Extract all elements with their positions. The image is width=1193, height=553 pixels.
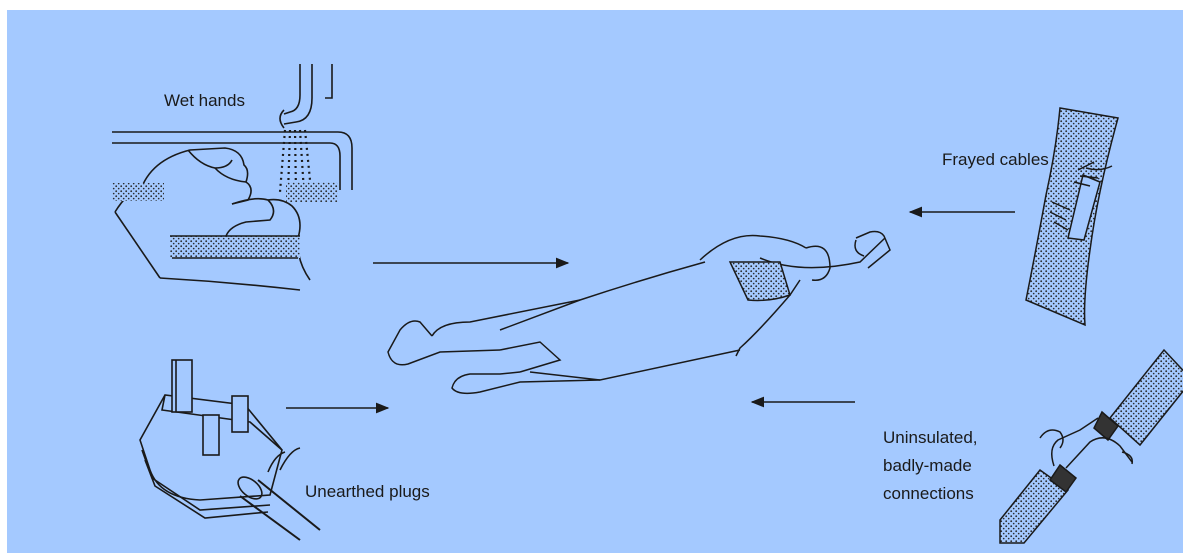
diagram-panel: Wet hands Frayed cables Unearthed plugs … [7,10,1183,553]
label-unearthed-plugs: Unearthed plugs [305,480,430,504]
label-uninsulated-line-3: connections [883,480,978,508]
arrows [286,212,1015,408]
unearthed-plug-illustration [140,360,320,540]
collapsed-person-illustration [388,232,890,394]
label-frayed-cables: Frayed cables [942,148,1049,172]
frayed-cable-illustration [1026,108,1118,325]
label-uninsulated-line-2: badly-made [883,452,978,480]
label-uninsulated-connections: Uninsulated, badly-made connections [883,424,978,508]
uninsulated-connections-illustration [1000,350,1183,543]
label-wet-hands: Wet hands [164,89,245,113]
label-uninsulated-line-1: Uninsulated, [883,424,978,452]
